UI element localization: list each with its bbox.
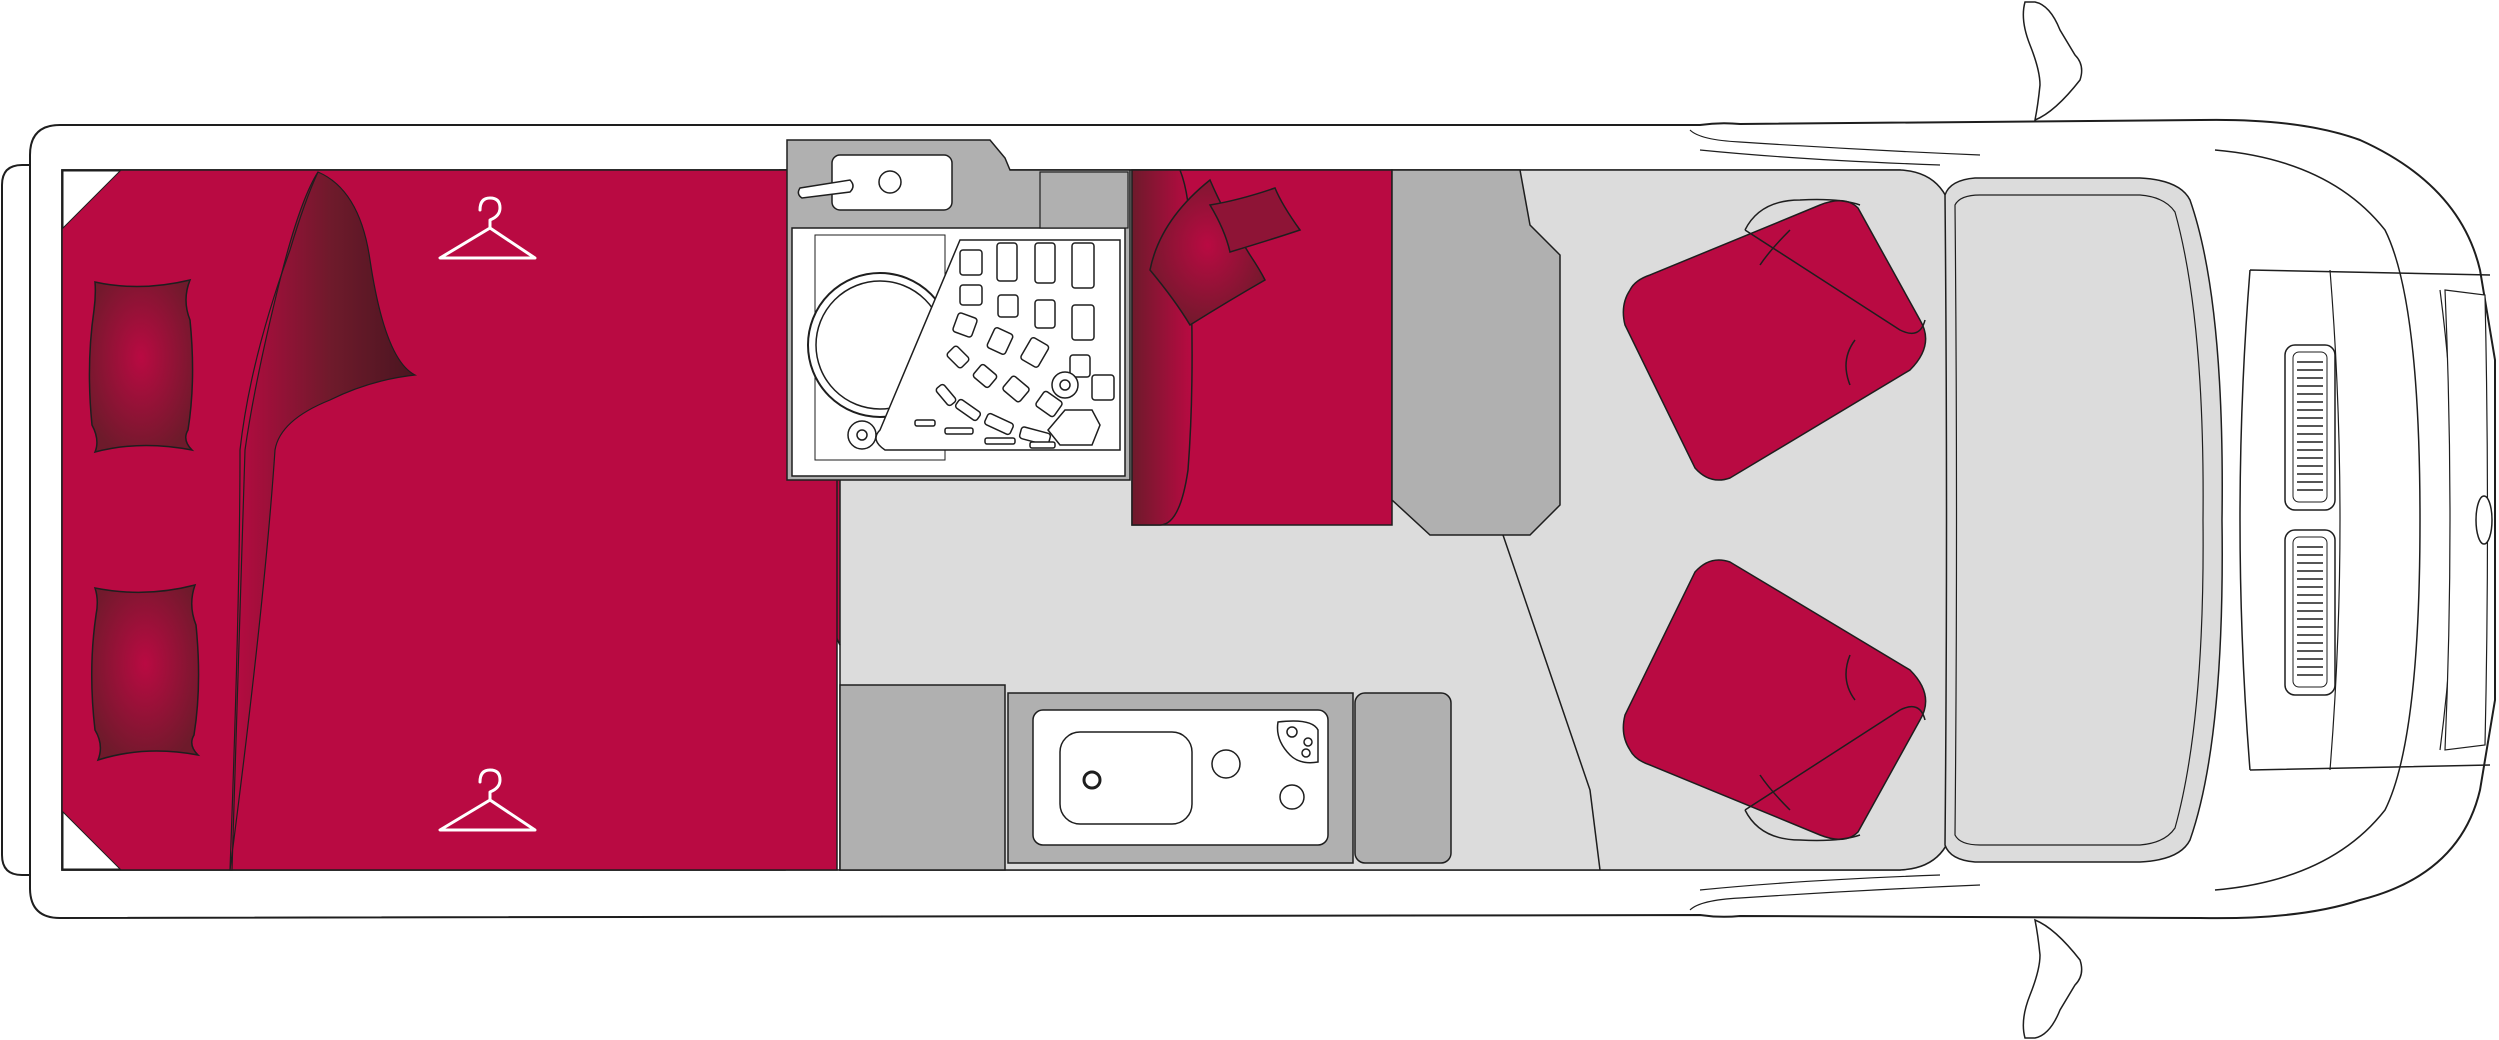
bed-corner-bottom: [62, 810, 122, 870]
sink-icon: [1059, 731, 1193, 825]
tall-cabinet: [1391, 169, 1561, 536]
dinette-bench[interactable]: [1131, 169, 1393, 526]
windshield-inner: [1954, 194, 2204, 846]
pillow-icon: [88, 278, 195, 454]
washroom[interactable]: [786, 139, 1131, 481]
duvet-edge: [229, 171, 319, 871]
windshield: [1944, 177, 2223, 863]
kitchen-cabinet: [839, 684, 1006, 871]
door-line-top: [1689, 129, 1981, 166]
cab-seat-icon: [1622, 559, 1927, 842]
hood-line: [2239, 269, 2491, 771]
kitchen-end-cabinet: [1354, 692, 1452, 864]
cushion-icon: [1149, 178, 1266, 327]
pillow-icon: [90, 583, 201, 762]
duvet-fold: [229, 171, 418, 871]
vent-icon: [2284, 529, 2336, 696]
side-partition: [1502, 534, 1601, 871]
washroom-cabinet: [1039, 171, 1129, 229]
hood: [2214, 149, 2421, 891]
front-emblem: [2475, 495, 2493, 545]
toilet-icon: [807, 234, 953, 461]
kitchen[interactable]: [839, 684, 1452, 871]
door-line-bottom: [1689, 874, 1981, 911]
hanger-icon: [438, 196, 537, 260]
shower-tray-icon: [875, 239, 1121, 451]
front-grille: [2444, 289, 2489, 751]
hob-icon: [1211, 720, 1319, 810]
hanger-icon: [438, 768, 537, 832]
rear-bed[interactable]: [61, 169, 841, 871]
cushion-icon: [1208, 187, 1302, 253]
cab-seat-icon: [1622, 198, 1927, 481]
bed-corner-top: [62, 170, 122, 230]
mirror-icon: [2022, 1, 2083, 122]
rear-bumper: [1, 164, 30, 876]
vent-icon: [2284, 344, 2336, 511]
sink-icon: [797, 154, 953, 211]
bed-mattress-main: [61, 169, 838, 871]
mirror-icon: [2022, 918, 2083, 1039]
cab-area[interactable]: [1622, 1, 2493, 1039]
